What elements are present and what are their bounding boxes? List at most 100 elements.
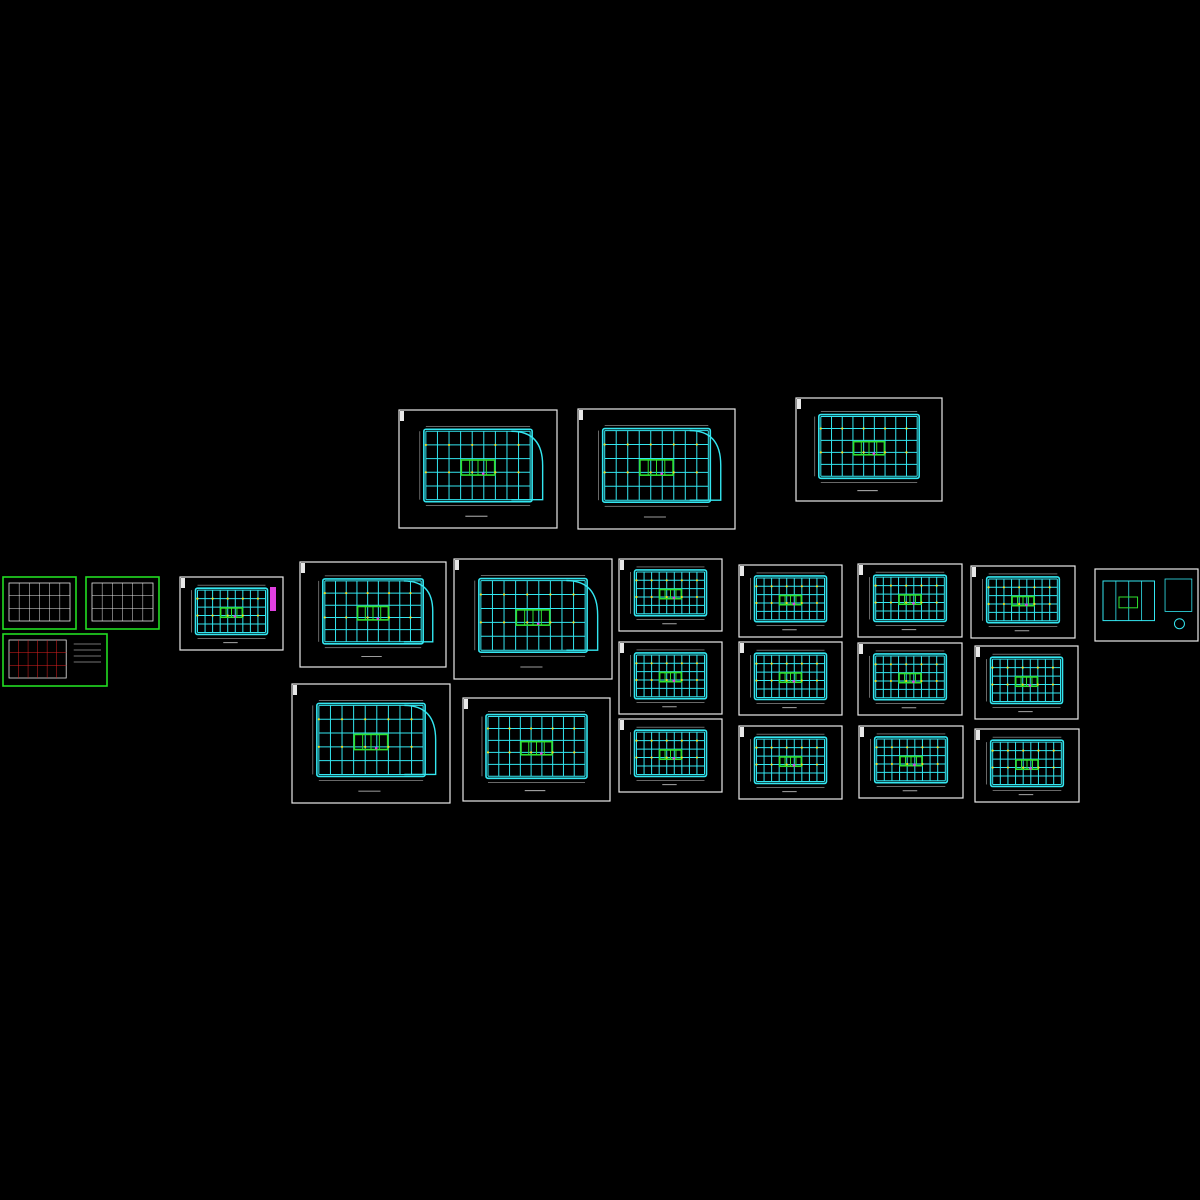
column-marker — [494, 471, 497, 474]
column-marker — [650, 739, 653, 742]
column-marker — [572, 593, 575, 596]
drawing-sheet[interactable] — [299, 561, 447, 668]
column-marker — [1052, 749, 1055, 752]
column-marker — [635, 662, 638, 665]
column-marker — [875, 762, 878, 766]
drawing-sheet[interactable] — [577, 408, 736, 530]
drawing-sheet[interactable] — [179, 576, 284, 651]
column-marker — [1033, 586, 1036, 589]
column-marker — [551, 727, 554, 730]
drawing-sheet[interactable] — [970, 565, 1076, 639]
column-marker — [875, 746, 878, 749]
drawing-sheet[interactable] — [618, 718, 723, 793]
column-marker — [672, 471, 675, 474]
column-marker — [256, 597, 260, 600]
drawing-sheet[interactable] — [795, 397, 943, 502]
drawing-sheet[interactable] — [738, 564, 843, 638]
column-marker — [785, 662, 788, 665]
column-marker — [340, 718, 344, 721]
sheet-frame — [462, 697, 611, 802]
annotation-marker — [540, 752, 543, 755]
column-marker — [1052, 766, 1055, 769]
column-marker — [1022, 749, 1025, 752]
column-marker — [905, 584, 908, 587]
column-marker — [409, 616, 412, 619]
column-marker — [770, 585, 773, 588]
sheet-frame — [2, 633, 108, 687]
curved-wing-wall — [404, 704, 437, 776]
column-marker — [889, 584, 893, 587]
column-marker — [695, 595, 699, 599]
column-marker — [920, 679, 923, 683]
column-marker — [1006, 749, 1010, 752]
outer-wall — [753, 652, 828, 701]
sheet-tab-marker — [293, 685, 297, 695]
column-marker — [650, 595, 653, 599]
column-marker — [921, 762, 924, 766]
annotation-marker — [672, 679, 676, 683]
column-marker — [665, 595, 668, 599]
column-marker — [815, 585, 819, 588]
outer-wall — [601, 427, 712, 504]
outer-wall — [423, 428, 533, 503]
column-marker — [317, 745, 320, 748]
column-marker — [695, 678, 699, 682]
column-marker — [1006, 666, 1009, 669]
sheet-tab-marker — [400, 411, 404, 421]
drawing-sheet[interactable] — [398, 409, 558, 529]
drawing-sheet[interactable] — [858, 725, 964, 799]
column-marker — [517, 443, 520, 447]
drawing-sheet[interactable] — [291, 683, 451, 804]
column-marker — [889, 679, 893, 683]
column-marker — [502, 593, 506, 596]
drawing-sheet[interactable] — [618, 558, 723, 632]
column-marker — [755, 585, 758, 588]
outer-wall — [753, 736, 828, 785]
annotation-marker — [536, 622, 540, 626]
outer-wall — [753, 575, 828, 623]
annotation-marker — [1029, 767, 1032, 770]
drawing-sheet[interactable] — [618, 641, 723, 715]
column-marker — [874, 663, 877, 666]
annotation-marker — [660, 472, 663, 476]
drawing-sheet[interactable] — [974, 645, 1079, 720]
column-marker — [889, 601, 893, 604]
annotation-marker — [872, 452, 876, 455]
column-marker — [626, 443, 629, 446]
column-marker — [447, 443, 451, 447]
column-marker — [905, 601, 908, 604]
drawing-sheet[interactable] — [738, 725, 843, 800]
column-marker — [1051, 683, 1055, 686]
drawing-sheet[interactable] — [857, 642, 963, 716]
cover-sheet[interactable] — [85, 576, 160, 630]
column-marker — [1048, 602, 1051, 606]
schedule-sheet[interactable] — [1094, 568, 1199, 642]
column-marker — [211, 597, 214, 600]
column-marker — [1021, 666, 1024, 669]
column-marker — [196, 597, 199, 600]
column-marker — [410, 745, 413, 748]
drawing-sheet[interactable] — [738, 641, 843, 716]
column-marker — [815, 601, 819, 605]
column-marker — [573, 751, 576, 754]
column-marker — [1037, 749, 1040, 752]
drawing-sheet[interactable] — [462, 697, 611, 802]
sheet-tab-marker — [579, 410, 583, 420]
drawing-sheet[interactable] — [857, 563, 963, 638]
sheet-frame — [970, 565, 1076, 639]
column-marker — [680, 595, 683, 599]
column-marker — [1006, 766, 1010, 769]
sheet-tab-marker — [860, 727, 864, 737]
column-marker — [471, 443, 474, 447]
column-marker — [991, 666, 994, 669]
sheet-frame — [974, 728, 1080, 803]
curved-wing-wall — [689, 429, 722, 501]
drawing-sheet[interactable] — [974, 728, 1080, 803]
column-marker — [905, 679, 908, 683]
cover-sheet[interactable] — [2, 633, 108, 687]
drawing-sheet[interactable] — [453, 558, 613, 680]
outer-wall — [818, 413, 920, 480]
cover-sheet[interactable] — [2, 576, 77, 630]
column-marker — [549, 593, 552, 596]
